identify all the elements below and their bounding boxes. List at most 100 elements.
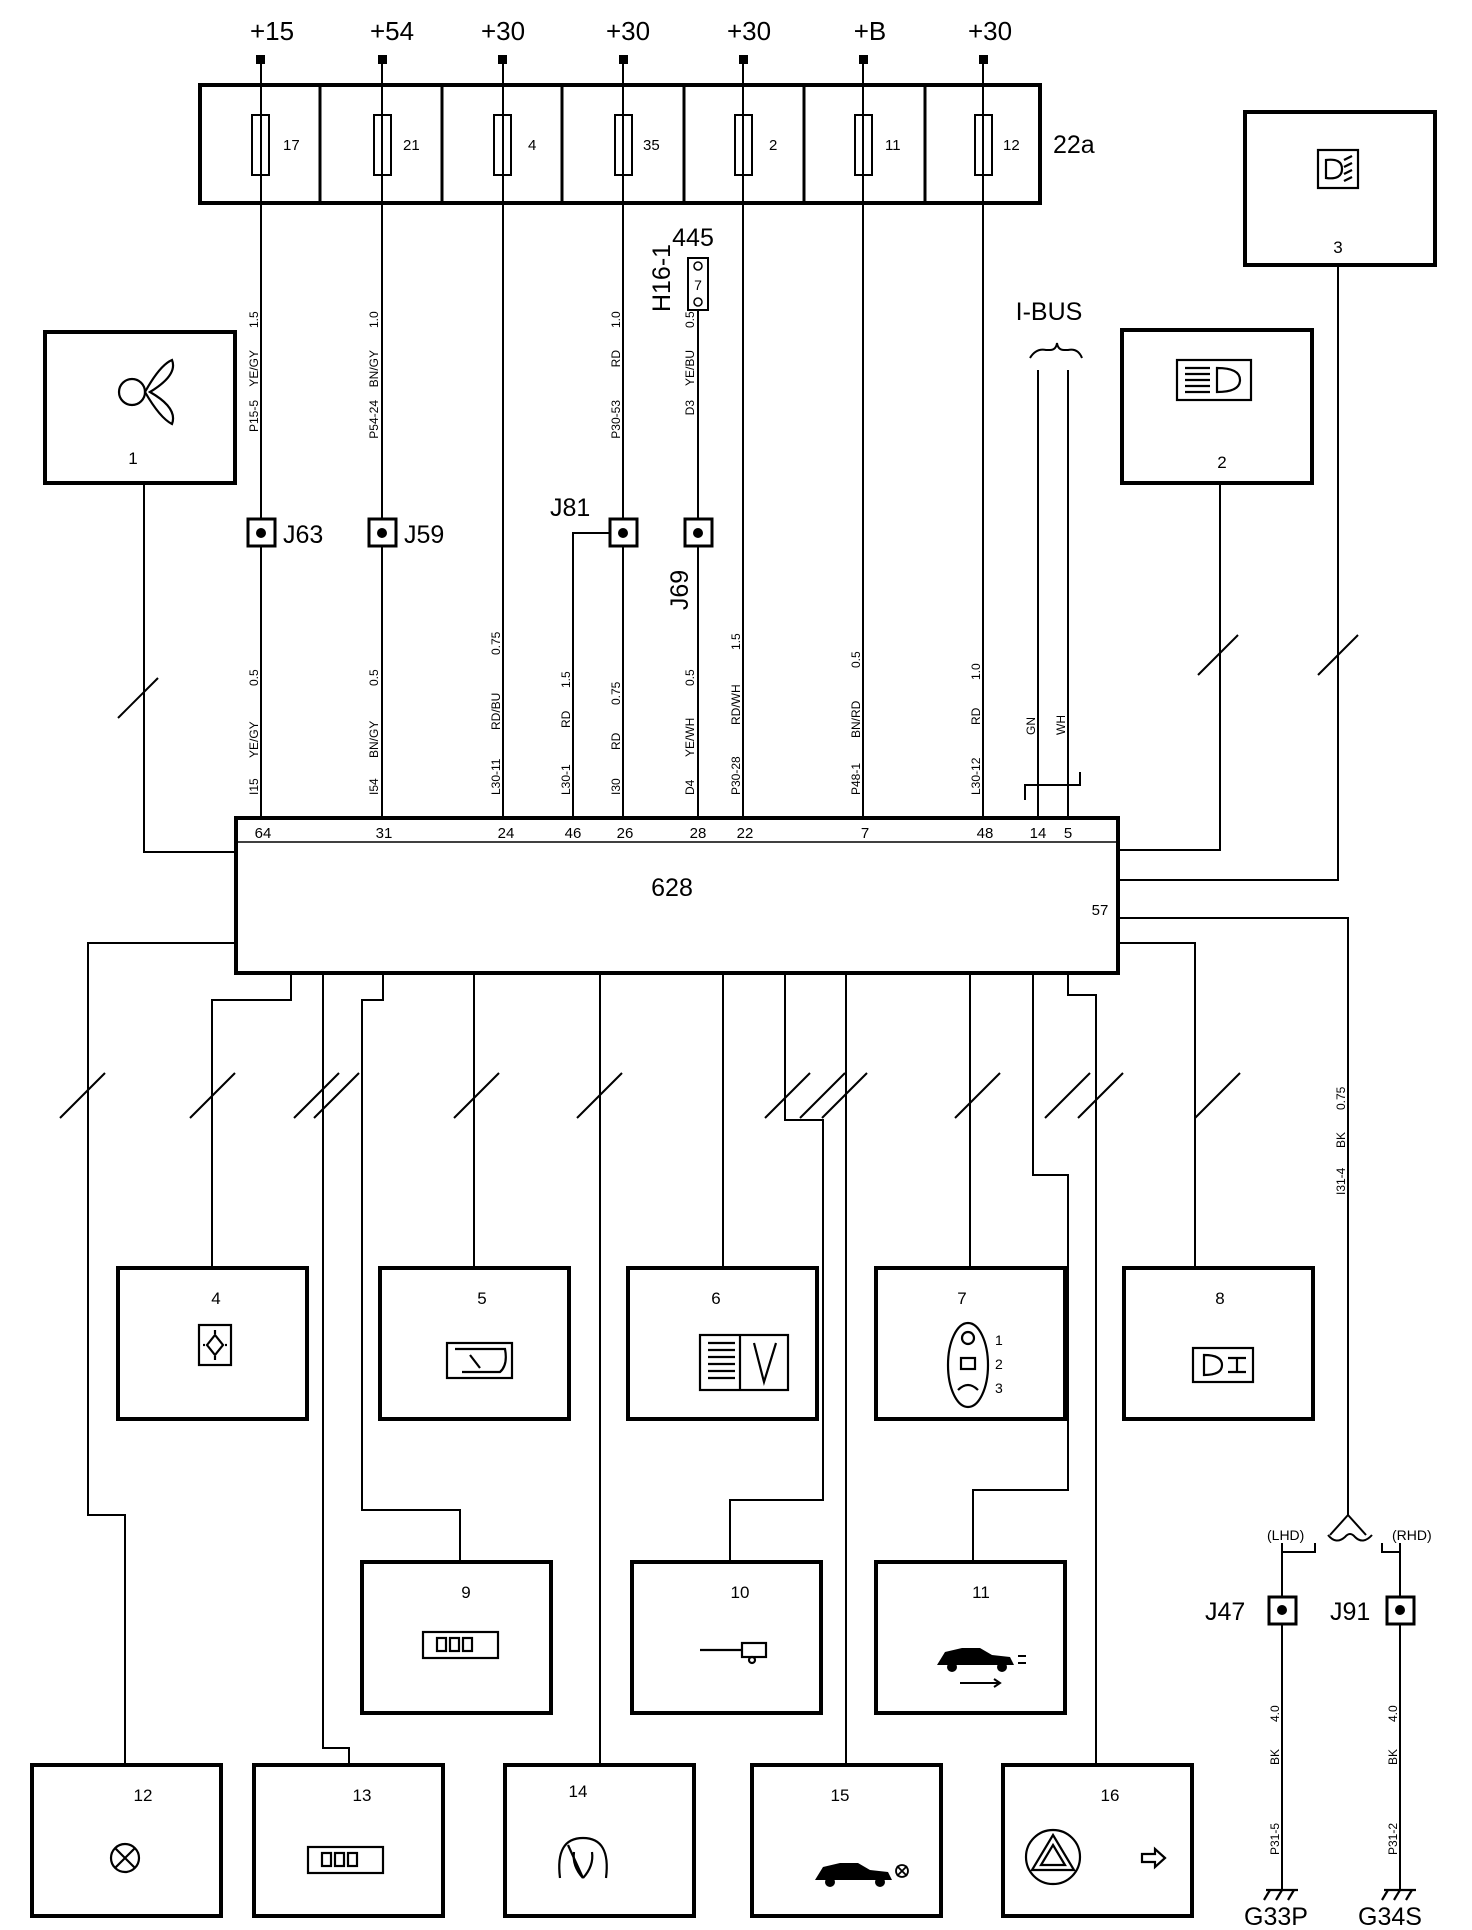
supply-terminal xyxy=(256,55,265,64)
supply-terminal xyxy=(378,55,387,64)
fuse-number: 11 xyxy=(885,137,901,154)
pin-number: 46 xyxy=(565,825,582,842)
supply-label: +B xyxy=(854,16,887,46)
junction-label: J59 xyxy=(404,521,444,549)
connector-pin: 7 xyxy=(694,277,702,293)
wire-color: RD xyxy=(609,732,623,750)
wire-code: D4 xyxy=(683,779,697,795)
component-number: 5 xyxy=(477,1289,486,1308)
component-number: 3 xyxy=(1333,238,1342,257)
junction-j91 xyxy=(1385,1595,1416,1626)
pin-number: 26 xyxy=(617,825,634,842)
interior-light-icon xyxy=(197,1323,233,1367)
component-16: 16 xyxy=(1001,1763,1194,1918)
wire-size: 0.5 xyxy=(367,669,381,686)
component-number: 8 xyxy=(1215,1289,1224,1308)
ground-symbols: G33P G34S xyxy=(1244,1888,1422,1930)
supply-label: +54 xyxy=(370,16,414,46)
wire-code: L30-12 xyxy=(969,757,983,795)
fog-light-icon xyxy=(1191,1346,1255,1384)
connector-body xyxy=(687,257,709,311)
component-number: 1 xyxy=(128,449,137,468)
supply-label: +30 xyxy=(481,16,525,46)
component-number: 13 xyxy=(353,1786,372,1805)
wire-size: 0.75 xyxy=(609,681,623,705)
wire-color: BK xyxy=(1268,1749,1282,1765)
warning-lamp-icon xyxy=(109,1842,141,1874)
control-unit-628: 628 64 31 24 46 26 28 22 7 48 14 5 57 xyxy=(234,816,1120,975)
wire-color: YE/GY xyxy=(247,721,261,758)
component-11: 11 xyxy=(874,1560,1067,1715)
component-1: 1 xyxy=(43,330,237,485)
wire-code: L30-11 xyxy=(489,758,503,795)
wire-color: BN/RD xyxy=(849,700,863,738)
wire-color: RD/WH xyxy=(729,684,743,725)
supply-label: +30 xyxy=(968,16,1012,46)
lower-wire-labels: I15 YE/GY 0.5 I54 BN/GY 0.5 L30-11 RD/BU… xyxy=(247,631,1068,795)
supply-terminal xyxy=(859,55,868,64)
supply-terminal xyxy=(619,55,628,64)
wire-code: WH xyxy=(1054,715,1068,735)
wire-code: P31-5 xyxy=(1268,1823,1282,1855)
pin-number: 31 xyxy=(376,825,393,842)
component-14: 14 xyxy=(503,1763,696,1918)
component-6: 6 xyxy=(626,1266,819,1421)
bulb-levels-icon xyxy=(946,1321,990,1409)
junctions: J63 J59 J81 J69 xyxy=(246,494,714,610)
component-12: 12 xyxy=(30,1763,223,1918)
junction-label: J81 xyxy=(550,494,590,522)
wire-size: 4.0 xyxy=(1268,1705,1282,1722)
component-8: 8 xyxy=(1122,1266,1315,1421)
wire-size: 0.75 xyxy=(1334,1086,1348,1110)
car-position-icon xyxy=(937,1648,1026,1688)
component-number: 7 xyxy=(957,1289,966,1308)
mirror-icon xyxy=(445,1341,514,1380)
wire-code: P48-1 xyxy=(849,763,863,795)
switch-panel-icon xyxy=(421,1630,500,1660)
level-label: 2 xyxy=(995,1356,1003,1372)
component-2: 2 xyxy=(1120,328,1314,485)
component-15: 15 xyxy=(750,1763,943,1918)
fuse-number: 21 xyxy=(403,137,420,154)
component-number: 2 xyxy=(1217,453,1226,472)
junction-label: J63 xyxy=(283,521,323,549)
car-lamp-icon xyxy=(815,1863,909,1887)
wire-code: I31-4 xyxy=(1334,1167,1348,1195)
wire-code: P15-5 xyxy=(247,400,261,432)
component-number: 15 xyxy=(831,1786,850,1805)
wire-code: P54-24 xyxy=(367,400,381,439)
connector-id: 445 xyxy=(672,224,714,252)
supply-label: +30 xyxy=(727,16,771,46)
junction-label: J47 xyxy=(1205,1598,1245,1626)
upper-wire-labels: P15-5 YE/GY 1.5 P54-24 BN/GY 1.0 P30-53 … xyxy=(247,311,697,439)
trailer-icon xyxy=(700,1641,768,1665)
pin-number: 7 xyxy=(861,825,869,842)
supply-label: +30 xyxy=(606,16,650,46)
fuse-number: 35 xyxy=(643,137,660,154)
component-10: 10 xyxy=(630,1560,823,1715)
component-number: 9 xyxy=(461,1583,470,1602)
ground-branch-labels: P31-5 BK 4.0 P31-2 BK 4.0 xyxy=(1268,1705,1400,1855)
wire-color: BN/GY xyxy=(367,721,381,758)
component-number: 10 xyxy=(731,1583,750,1602)
wire-size: 1.5 xyxy=(559,671,573,688)
wire-size: 1.5 xyxy=(729,633,743,650)
connector-445: 445 7 H16-1 xyxy=(648,224,714,312)
hazard-icon xyxy=(1024,1828,1167,1886)
pin-number: 14 xyxy=(1030,825,1047,842)
wire-size: 1.0 xyxy=(609,311,623,328)
fuse-number: 4 xyxy=(528,137,536,154)
wiper-icon xyxy=(558,1836,608,1879)
wire-size: 0.5 xyxy=(247,669,261,686)
component-3: 3 xyxy=(1243,110,1437,267)
wire-color: BK xyxy=(1386,1749,1400,1765)
wire-size: 0.75 xyxy=(489,631,503,655)
component-5: 5 xyxy=(378,1266,571,1421)
instrument-icon xyxy=(698,1333,790,1392)
wire-size: 1.0 xyxy=(367,311,381,328)
wire-color: YE/BU xyxy=(683,350,697,386)
pin-number: 24 xyxy=(498,825,515,842)
fuse-box-label: 22a xyxy=(1053,131,1095,159)
component-number: 16 xyxy=(1101,1786,1120,1805)
